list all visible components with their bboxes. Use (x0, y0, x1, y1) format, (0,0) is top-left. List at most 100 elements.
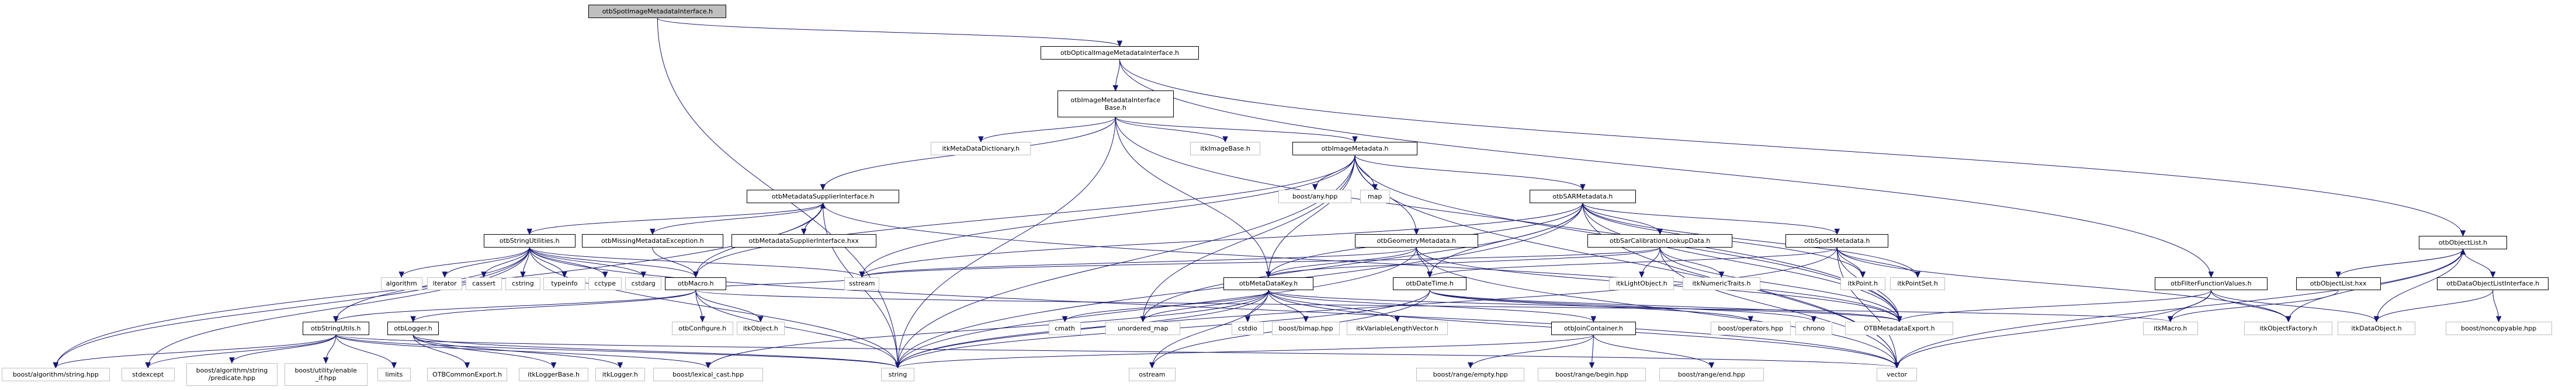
node-imgmd[interactable]: otbImageMetadata.h (1292, 141, 1417, 155)
node-root[interactable]: otbSpotImageMetadataInterface.h (588, 5, 727, 19)
arrowhead-dolist-to-itkDataObject (2373, 316, 2380, 323)
edge-sarmd-to-itkPointSet (1582, 203, 1918, 277)
arrowhead-datetime-to-ostream (1149, 362, 1155, 369)
arrowhead-sarcal-to-mdkey (1266, 271, 1271, 278)
edge-spot5-to-itkPointSet (1836, 247, 1918, 277)
node-commonexport: OTBCommonExport.h (427, 368, 507, 381)
edge-geommd-to-sstream (861, 247, 1417, 278)
edge-datetime-to-operators (1429, 290, 1751, 322)
node-unordered-map: unordered_map (1105, 321, 1181, 335)
node-cctype: cctype (588, 277, 622, 291)
arrowhead-macro-to-logger (410, 316, 416, 323)
node-logger[interactable]: otbLogger.h (387, 321, 439, 335)
arrowhead-objlist-to-objlisthxx (2335, 271, 2341, 278)
node-optical[interactable]: otbOpticalImageMetadataInterface.h (1041, 46, 1199, 60)
node-mdsihxx[interactable]: otbMetadataSupplierInterface.hxx (731, 234, 876, 248)
node-sarcal[interactable]: otbSarCalibrationLookupData.h (1587, 234, 1732, 248)
node-ostream: ostream (1129, 368, 1176, 381)
arrowhead-objlisthxx-to-itkMacro (2167, 316, 2173, 323)
edge-logger-to-itkLogger (412, 335, 620, 368)
arrowhead-imgmd-to-sarmd (1580, 184, 1586, 191)
arrowhead-strutil-to-sstream (859, 271, 865, 278)
edge-mdkey-to-itkVLV (1268, 290, 1398, 322)
node-itkdataobject: itkDataObject.h (2337, 321, 2416, 335)
arrowhead-mdkey-to-cmath (1062, 316, 1068, 323)
node-sarmd[interactable]: otbSARMetadata.h (1529, 189, 1636, 203)
arrowhead-root-to-optical (1117, 40, 1123, 47)
node-string: string (881, 368, 914, 381)
edge-sarmd-to-mdexport (1582, 203, 1900, 322)
node-objlisthxx[interactable]: otbObjectList.hxx (2296, 277, 2381, 291)
arrowhead-objlist-to-itkObjectFactory (2285, 316, 2291, 323)
node-mdsi[interactable]: otbMetadataSupplierInterface.h (746, 189, 900, 203)
node-itkmdd: itkMetaDataDictionary.h (931, 141, 1031, 155)
node-objlist[interactable]: otbObjectList.h (2419, 236, 2507, 249)
arrowhead-dolist-to-noncopyable (2495, 316, 2502, 323)
node-mdkey[interactable]: otbMetaDataKey.h (1223, 277, 1313, 291)
edge-datetime-to-chrono (1429, 290, 1814, 322)
edge-mdkey-to-lexical (708, 290, 1269, 368)
node-strutil[interactable]: otbStringUtilities.h (484, 234, 575, 248)
node-imibase[interactable]: otbImageMetadataInterface Base.h (1057, 90, 1174, 117)
edge-strutil-to-cstdarg (529, 247, 644, 277)
node-typeinfo: typeinfo (543, 277, 585, 291)
node-configure: otbConfigure.h (671, 321, 733, 335)
node-datetime[interactable]: otbDateTime.h (1393, 277, 1466, 291)
edge-strutil-to-algstring (55, 247, 530, 368)
node-anyhpp: boost/any.hpp (1278, 189, 1352, 203)
edge-macro-to-logger (412, 290, 696, 322)
edge-strutil-to-algorithm (401, 247, 530, 277)
edge-root-to-optical (657, 18, 1120, 47)
node-itkpointset: itkPointSet.h (1890, 277, 1946, 291)
node-chrono: chrono (1795, 321, 1832, 335)
arrowhead-macro-to-configure (699, 316, 705, 323)
edge-imgmd-to-vector (1354, 155, 1898, 368)
node-macro[interactable]: otbMacro.h (665, 277, 727, 291)
arrowhead-spot5-to-itkPointSet (1915, 271, 1920, 278)
node-map: map (1360, 189, 1390, 203)
node-vector: vector (1877, 368, 1917, 381)
edge-filterfv-to-mdexport (1899, 290, 2211, 322)
edge-optical-to-filterfv (1119, 59, 2211, 277)
edge-strutils-to-lexical (335, 335, 709, 368)
arrowhead-strutils-to-stdexcept (145, 362, 151, 369)
arrowhead-mdsi-to-missing (650, 228, 656, 235)
node-rend: boost/range/end.hpp (1659, 368, 1764, 381)
node-cstdarg: cstdarg (625, 277, 662, 291)
node-algstring: boost/algorithm/string.hpp (1, 368, 110, 381)
edge-sarmd-to-spot5 (1582, 203, 1837, 235)
node-mdexport: OTBMetadataExport.h (1845, 321, 1954, 335)
edge-macro-to-string (695, 290, 899, 368)
edge-sarcal-to-vector (1659, 247, 1898, 368)
edge-objlisthxx-to-itkMacro (2170, 290, 2339, 322)
arrowhead-logger-to-commonexport (464, 362, 470, 369)
node-join[interactable]: otbJoinContainer.h (1551, 321, 1636, 335)
arrowhead-strutil-to-algorithm (398, 271, 404, 278)
edge-objlisthxx-to-objlist (2338, 249, 2464, 277)
arrowhead-mdsihxx-to-mdsi (820, 202, 826, 209)
arrowhead-strutils-to-predicate (229, 357, 235, 364)
edge-imgmd-to-map (1354, 155, 1375, 190)
node-predicate: boost/algorithm/string /predicate.hpp (186, 363, 278, 386)
arrowhead-join-to-rempty (1468, 362, 1474, 369)
edge-sarcal-to-itkNumericTraits (1659, 247, 1722, 277)
arrowhead-strutils-to-algstring (53, 362, 59, 369)
edge-mdkey-to-cmath (1065, 290, 1269, 322)
node-strutils[interactable]: otbStringUtils.h (302, 321, 369, 335)
arrowhead-spot5-to-datetime (1427, 271, 1433, 278)
edge-imibase-to-string (897, 117, 1116, 368)
node-lexical: boost/lexical_cast.hpp (653, 368, 764, 381)
node-dolist[interactable]: otbDataObjectListInterface.h (2437, 277, 2549, 291)
arrowhead-strutils-to-limits (391, 362, 397, 369)
arrowhead-mdkey-to-unordered_map (1140, 316, 1146, 323)
edge-imibase-to-mdkey (1115, 117, 1269, 277)
edge-dolist-to-itkDataObject (2376, 290, 2494, 322)
node-itkobject: itkObject.h (736, 321, 785, 335)
node-filterfv[interactable]: otbFilterFunctionValues.h (2154, 277, 2268, 291)
arrowhead-strutils-to-lexical (705, 362, 711, 369)
node-spot5[interactable]: otbSpot5Metadata.h (1785, 234, 1889, 248)
edge-datetime-to-mdexport (1429, 290, 1900, 322)
node-missing[interactable]: otbMissingMetadataException.h (581, 234, 723, 248)
node-geommd[interactable]: otbGeometryMetadata.h (1355, 234, 1478, 248)
